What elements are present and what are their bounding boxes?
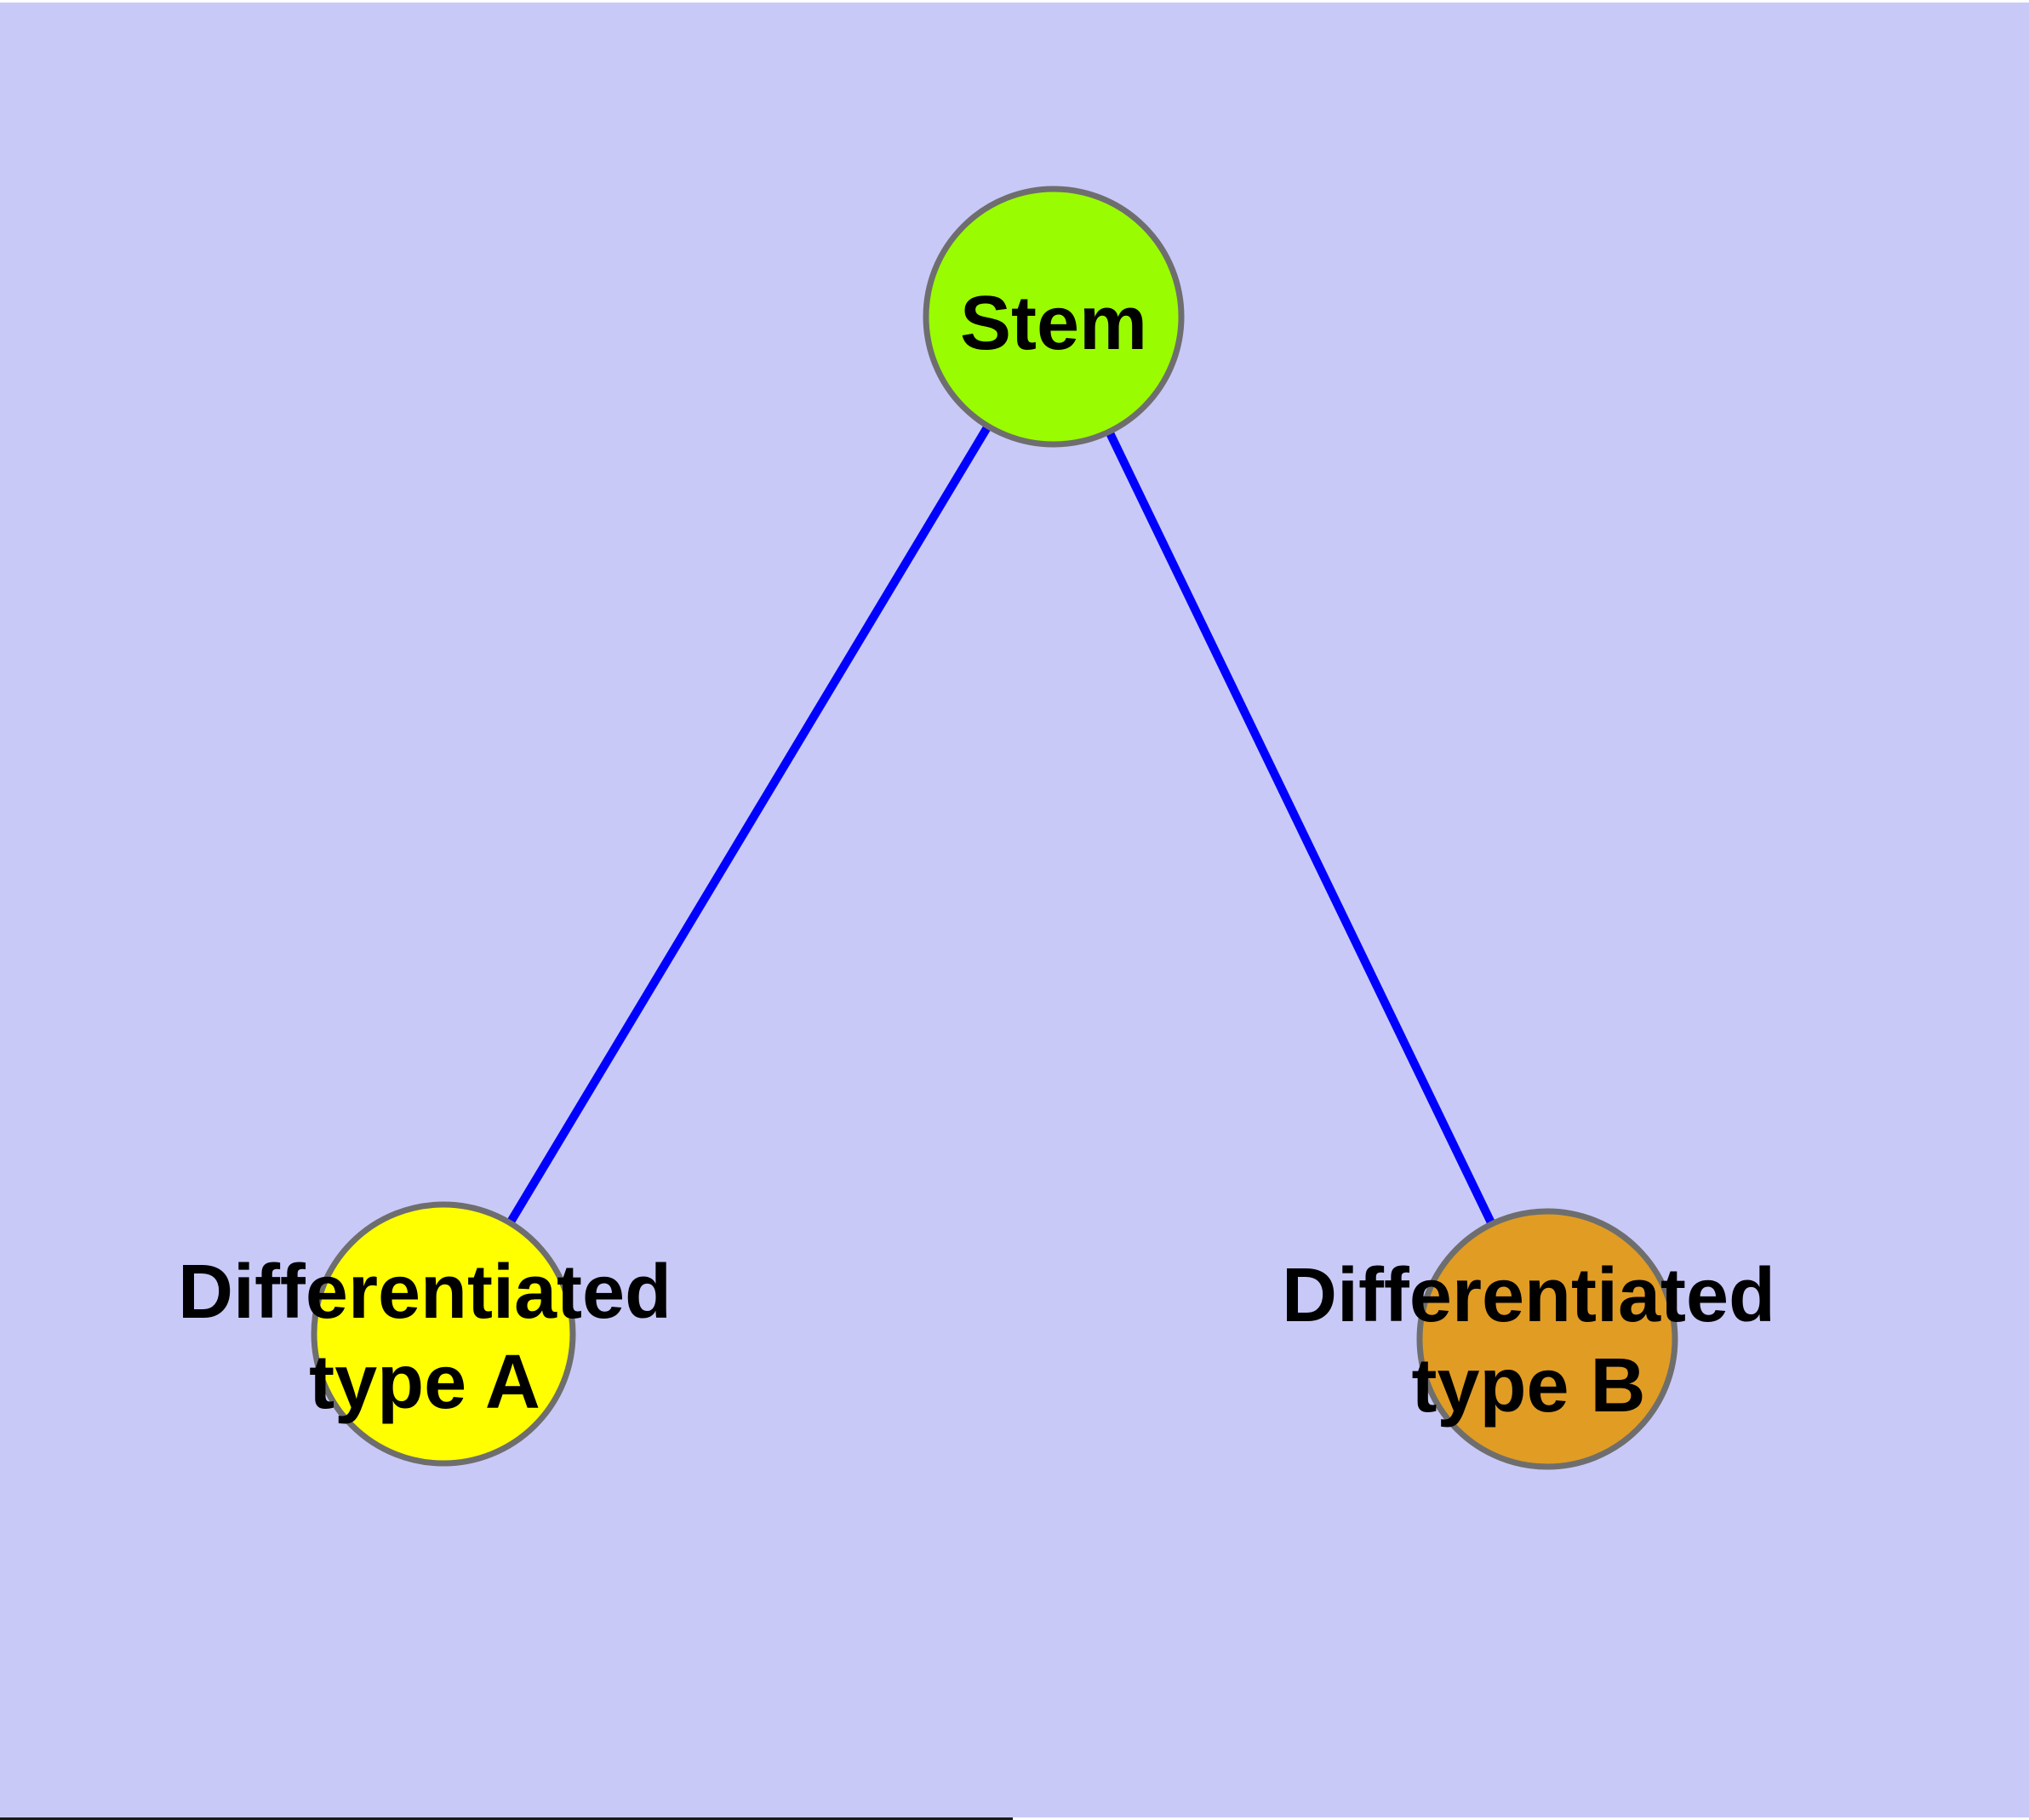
type-a-node-circle [311, 1201, 576, 1467]
stem-node-label: Stem [960, 281, 1147, 366]
edge-stem-to-type-a [439, 314, 1058, 1336]
type-b-node-label-line2: type B [1411, 1343, 1645, 1428]
type-b-node-circle [1416, 1208, 1678, 1470]
edge-stem-to-type-b [1049, 314, 1552, 1342]
top-edge-strip [0, 0, 2029, 3]
type-b-node-label-line1: Differentiated [1282, 1253, 1775, 1338]
type-a-node-label-line2: type A [309, 1340, 540, 1425]
bottom-edge-strip-light [1013, 1817, 2029, 1820]
stem-node-circle [923, 186, 1185, 448]
type-a-node-label-line1: Differentiated [178, 1250, 672, 1335]
bottom-edge-strip-dark [0, 1817, 1013, 1820]
